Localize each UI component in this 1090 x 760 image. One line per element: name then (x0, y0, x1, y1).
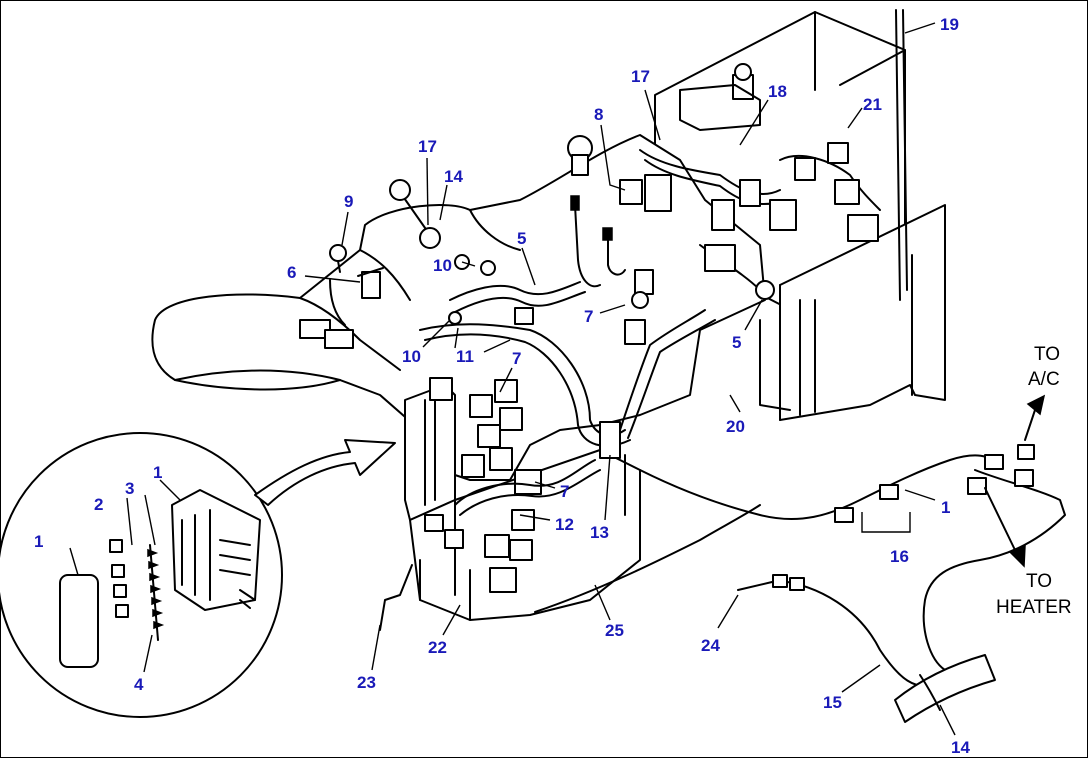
callout-16: 16 (890, 547, 909, 566)
callout-17-left: 17 (418, 137, 437, 156)
callout-19: 19 (940, 15, 959, 34)
direction-text: TO A/C TO HEATER (996, 344, 1072, 618)
callout-7-upper: 7 (584, 307, 593, 326)
detail-arrow-icon (254, 439, 396, 506)
callout-1-harness: 1 (941, 498, 950, 517)
callout-7-center: 7 (512, 349, 521, 368)
detail-magnifier (0, 432, 396, 718)
connectors-upper (567, 63, 879, 345)
console-body (151, 134, 766, 481)
callout-24: 24 (701, 636, 720, 655)
callout-20: 20 (726, 417, 745, 436)
to-ac-label-line2: A/C (1028, 369, 1060, 390)
callout-5-upper: 5 (517, 229, 526, 248)
switches-left (299, 179, 626, 516)
callout-14-lower: 14 (951, 738, 970, 757)
callout-5-lower: 5 (732, 333, 741, 352)
arrow-to-heater-icon (1008, 544, 1026, 568)
callout-4: 4 (134, 675, 144, 694)
leader-lines (69, 22, 956, 736)
callout-17-upper: 17 (631, 67, 650, 86)
callout-8: 8 (594, 105, 603, 124)
callout-14-upper: 14 (444, 167, 463, 186)
callout-22: 22 (428, 638, 447, 657)
callout-18: 18 (768, 82, 787, 101)
callout-11: 11 (456, 347, 474, 366)
callout-25: 25 (605, 621, 624, 640)
callout-6: 6 (287, 263, 296, 282)
callout-9: 9 (344, 192, 353, 211)
main-harness (419, 149, 881, 516)
antenna-and-wires (379, 9, 1066, 723)
to-heater-label-line2: HEATER (996, 597, 1072, 618)
callout-15: 15 (823, 693, 842, 712)
connector-cover-icon (59, 574, 99, 668)
to-heater-label-line1: TO (1026, 571, 1052, 592)
direction-arrows (984, 394, 1046, 568)
callout-12: 12 (555, 515, 574, 534)
callout-1-detail-left: 1 (34, 532, 43, 551)
callout-10-lower: 10 (402, 347, 421, 366)
callout-23: 23 (357, 673, 376, 692)
callout-2: 2 (94, 495, 103, 514)
arrow-to-ac-icon (1026, 394, 1046, 416)
relay-box (404, 377, 641, 621)
callout-21: 21 (863, 95, 882, 114)
callout-7-lower: 7 (560, 482, 569, 501)
callout-labels: 19 17 18 21 8 17 14 9 5 10 6 7 5 10 11 7… (34, 15, 970, 757)
callout-13: 13 (590, 523, 609, 542)
to-ac-label-line1: TO (1034, 344, 1060, 365)
callout-3: 3 (125, 479, 134, 498)
callout-10-upper: 10 (433, 256, 452, 275)
callout-1-detail-upper: 1 (153, 463, 162, 482)
